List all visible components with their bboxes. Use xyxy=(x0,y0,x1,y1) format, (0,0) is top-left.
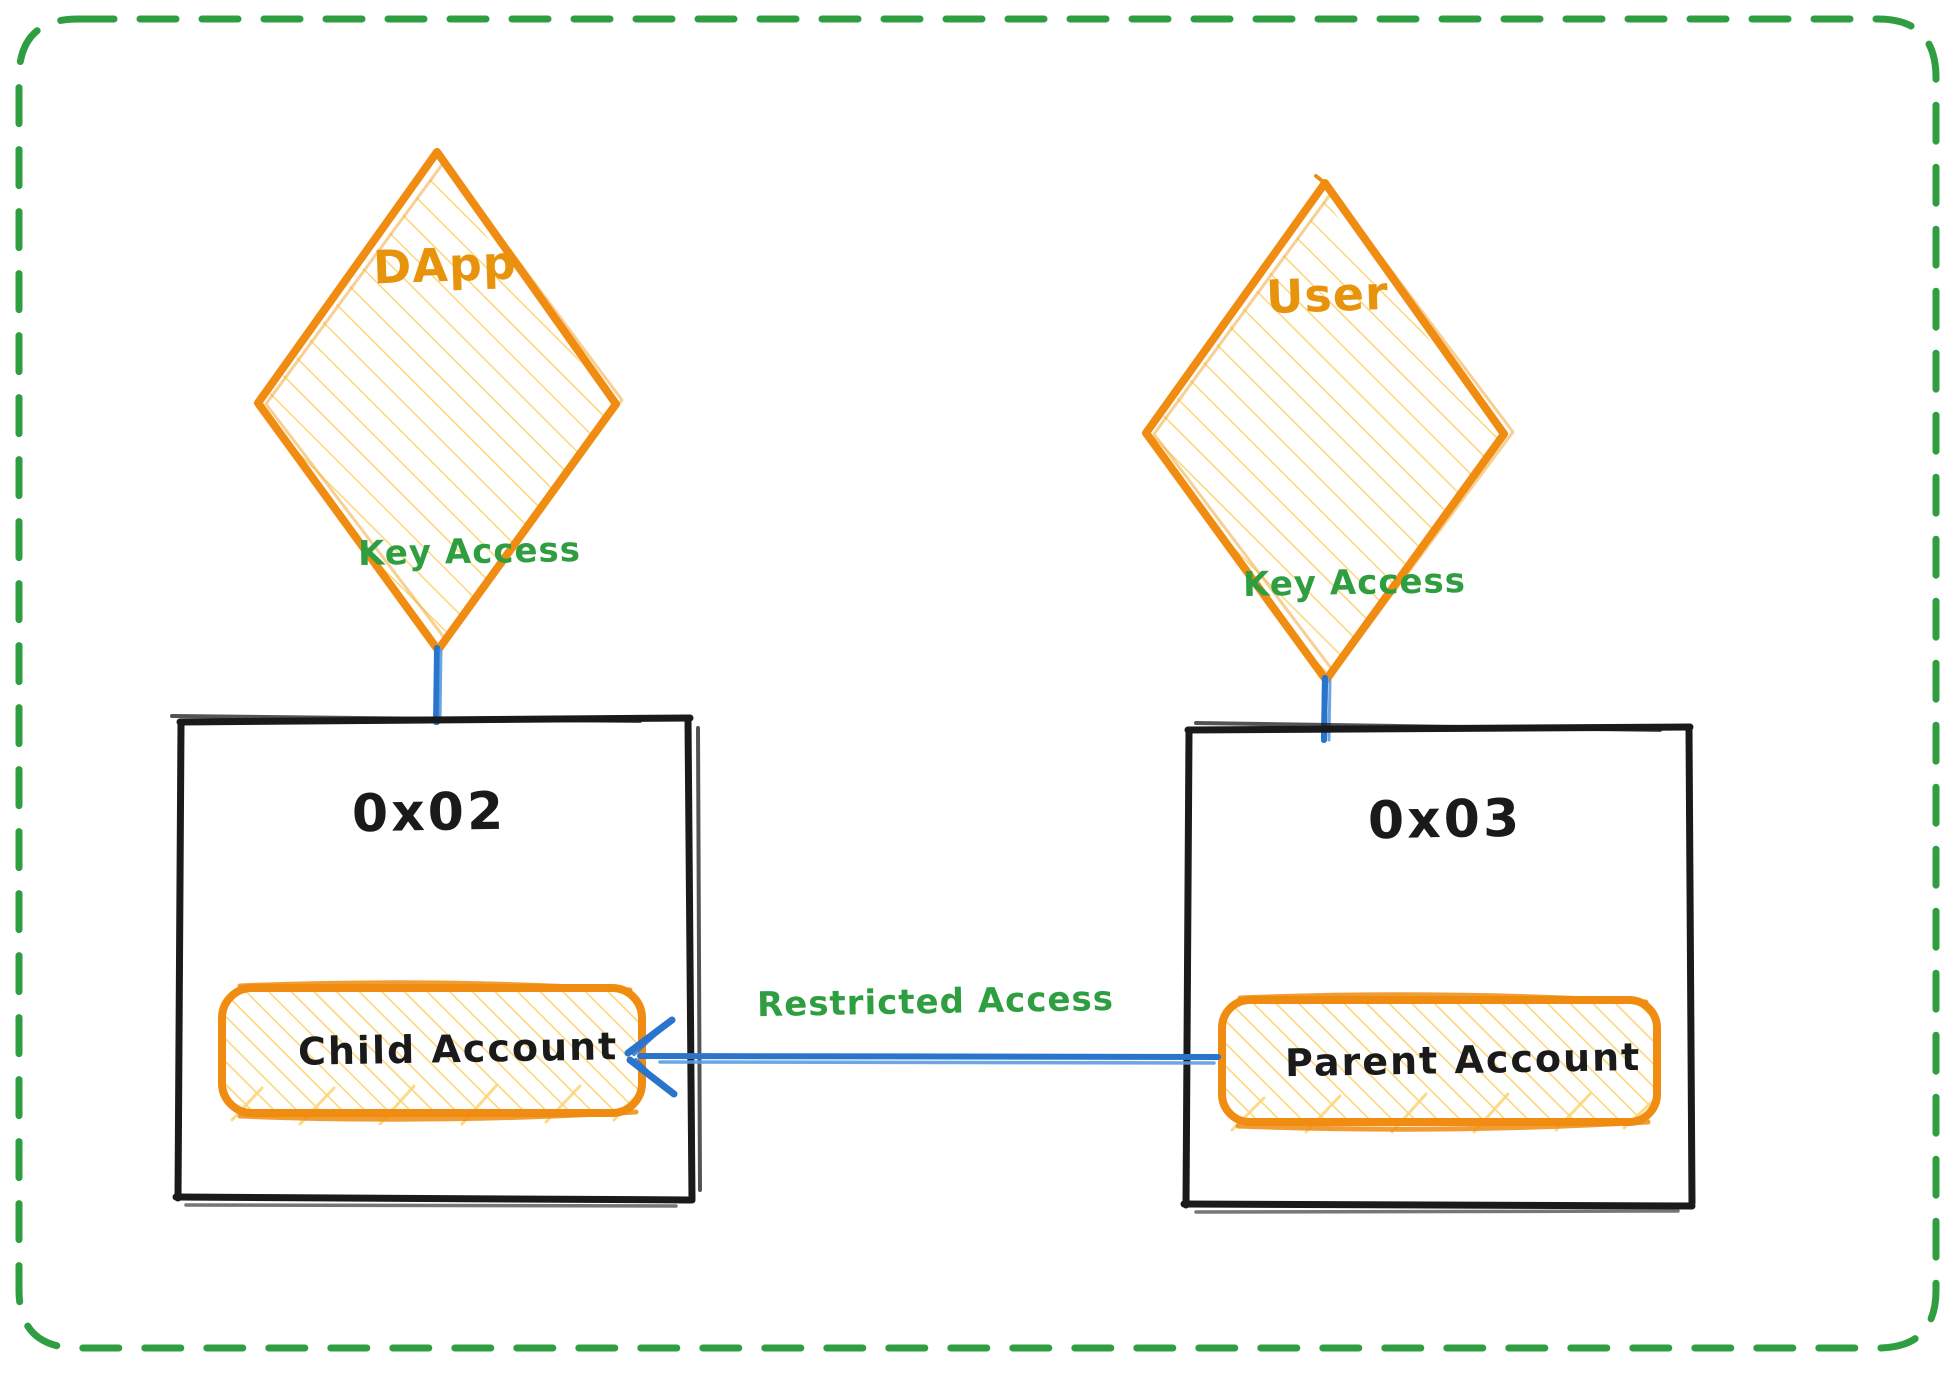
node-child-account[interactable] xyxy=(218,980,646,1126)
box03-right xyxy=(1685,725,1696,1207)
box02-bottom xyxy=(172,1193,694,1204)
box02-right xyxy=(684,716,696,1204)
restricted-access-line xyxy=(637,1053,1221,1060)
parent-account-hatch xyxy=(1222,1000,1657,1122)
box03-bottom xyxy=(1180,1200,1696,1210)
parent-account-outline xyxy=(1218,996,1661,1126)
node-dapp[interactable] xyxy=(254,148,624,654)
user-sketch-tick xyxy=(1314,174,1333,190)
user-hatch xyxy=(1148,200,1502,674)
node-0x03-box[interactable] xyxy=(1180,721,1696,1214)
edge-parent-to-child xyxy=(624,1016,1221,1098)
box02-left xyxy=(174,720,185,1202)
arrowhead-upper xyxy=(624,1016,676,1057)
node-user[interactable] xyxy=(1142,174,1515,684)
dapp-hatch xyxy=(260,170,614,644)
box03-left xyxy=(1182,728,1193,1209)
outer-dashed-boundary xyxy=(15,15,1940,1352)
node-parent-account[interactable] xyxy=(1218,992,1661,1134)
node-0x02-box[interactable] xyxy=(170,714,702,1208)
child-account-outline xyxy=(218,984,646,1117)
child-account-hatch xyxy=(222,988,642,1113)
edge-dapp-to-0x02 xyxy=(433,645,443,725)
